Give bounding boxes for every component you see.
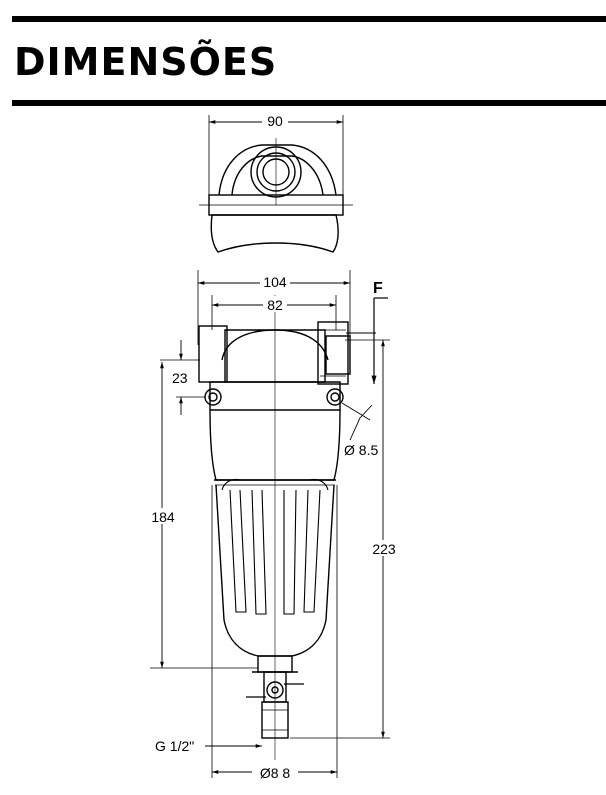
front-view [150,270,390,778]
page-title: DIMENSÕES [14,40,278,84]
flow-marker-label: F [373,280,383,297]
dim-label-90: 90 [267,113,283,129]
dim-label-bottom-diameter: Ø8 8 [260,765,291,781]
top-view [199,115,353,253]
dim-label-104: 104 [263,274,287,290]
top-rule [12,16,606,22]
dim-label-184: 184 [151,509,175,525]
dim-label-82: 82 [267,297,283,313]
dim-label-223: 223 [372,541,396,557]
thread-label: G 1/2" [155,738,194,754]
dim-label-23: 23 [172,370,188,386]
dim-label-mount-hole: Ø 8.5 [344,442,378,458]
bottom-rule [12,100,606,106]
